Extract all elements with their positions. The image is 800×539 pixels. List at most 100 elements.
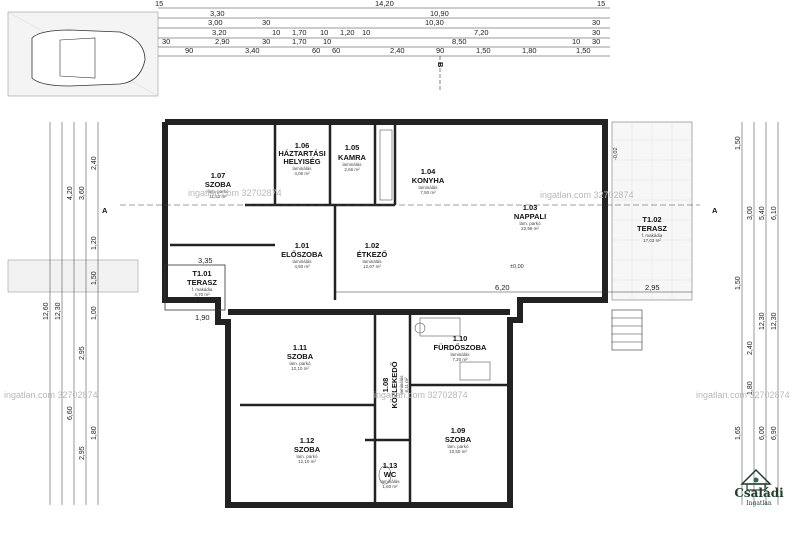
walls — [162, 119, 608, 508]
room-1-05: 1.05 KAMRA laminálás 2,66 m² — [338, 143, 366, 172]
svg-text:laminálás: laminálás — [362, 259, 382, 264]
svg-text:2,40: 2,40 — [91, 156, 98, 170]
svg-text:6,10: 6,10 — [771, 206, 778, 220]
svg-text:1,50: 1,50 — [735, 136, 742, 150]
svg-text:1,80: 1,80 — [522, 46, 537, 55]
terrace-right-hatch — [611, 121, 693, 351]
svg-text:lam. parkó: lam. parkó — [207, 189, 229, 194]
svg-text:22,98 m²: 22,98 m² — [521, 226, 539, 231]
svg-text:1,50: 1,50 — [476, 46, 491, 55]
svg-text:10,30: 10,30 — [425, 18, 444, 27]
svg-text:12,10 m²: 12,10 m² — [298, 459, 316, 464]
svg-text:1,50: 1,50 — [576, 46, 591, 55]
svg-text:laminálás: laminálás — [292, 259, 312, 264]
svg-text:1.06: 1.06 — [295, 141, 310, 150]
svg-text:1,00: 1,00 — [91, 306, 98, 320]
svg-text:2,95: 2,95 — [79, 446, 86, 460]
svg-text:3,40: 3,40 — [245, 46, 260, 55]
svg-text:±0,00: ±0,00 — [510, 264, 524, 270]
svg-text:7,50 m²: 7,50 m² — [420, 190, 436, 195]
svg-text:ingatlan.com 32702874: ingatlan.com 32702874 — [540, 190, 634, 200]
svg-text:5,40: 5,40 — [759, 206, 766, 220]
svg-text:6,90: 6,90 — [771, 426, 778, 440]
svg-text:lam. parkó: lam. parkó — [289, 361, 311, 366]
svg-text:1.04: 1.04 — [421, 167, 436, 176]
svg-text:ingatlan.com 32702874: ingatlan.com 32702874 — [188, 188, 282, 198]
svg-text:6,20: 6,20 — [495, 283, 510, 292]
svg-text:12,30: 12,30 — [55, 302, 62, 320]
svg-text:12,10 m²: 12,10 m² — [291, 366, 309, 371]
svg-text:10: 10 — [362, 28, 370, 37]
parking-area — [7, 11, 159, 97]
room-1-03: 1.03 NAPPALI lam. parkó 22,98 m² — [514, 203, 546, 231]
top-dimension-lines — [158, 7, 610, 57]
svg-text:lam. parkó: lam. parkó — [447, 444, 469, 449]
svg-text:14,20: 14,20 — [375, 0, 394, 8]
svg-text:10: 10 — [323, 37, 331, 46]
section-a-line: A A — [102, 204, 718, 215]
brand-name: Családi — [734, 486, 784, 500]
svg-text:3,35: 3,35 — [198, 256, 213, 265]
svg-text:60: 60 — [312, 46, 320, 55]
svg-text:1,80: 1,80 — [91, 426, 98, 440]
svg-text:1,50: 1,50 — [91, 271, 98, 285]
room-1-07: 1.07 SZOBA lam. parkó 11,52 m² — [205, 171, 232, 199]
svg-text:NAPPALI: NAPPALI — [514, 212, 546, 221]
terrace-left — [7, 259, 226, 311]
svg-text:laminálás: laminálás — [399, 375, 404, 395]
svg-text:f. makádia: f. makádia — [642, 233, 663, 238]
svg-text:1,70: 1,70 — [292, 28, 307, 37]
right-dimension-lines — [741, 122, 779, 505]
svg-text:ingatlan.com 32702874: ingatlan.com 32702874 — [374, 390, 468, 400]
svg-text:30: 30 — [162, 37, 170, 46]
svg-text:TERASZ: TERASZ — [637, 224, 667, 233]
room-1-10: 1.10 FÜRDŐSZOBA laminálás 7,20 m² — [434, 334, 487, 362]
svg-text:3,00: 3,00 — [747, 206, 754, 220]
svg-text:T1.02: T1.02 — [642, 215, 661, 224]
svg-text:4,50 m²: 4,50 m² — [294, 264, 310, 269]
svg-text:3,60: 3,60 — [79, 186, 86, 200]
svg-text:-0,02: -0,02 — [613, 147, 619, 160]
svg-text:4,20: 4,20 — [67, 186, 74, 200]
svg-text:f. makádia: f. makádia — [192, 287, 213, 292]
section-b-marker: B — [436, 56, 445, 90]
svg-text:30: 30 — [592, 28, 600, 37]
svg-text:6,00: 6,00 — [759, 426, 766, 440]
room-1-12: 1.12 SZOBA lam. parkó 12,10 m² — [294, 436, 321, 464]
svg-text:1,90: 1,90 — [195, 313, 210, 322]
svg-text:1.05: 1.05 — [345, 143, 360, 152]
svg-text:1,65: 1,65 — [735, 426, 742, 440]
house-logo-icon — [740, 468, 772, 491]
svg-text:1,70: 1,70 — [292, 37, 307, 46]
svg-text:laminálás: laminálás — [450, 352, 470, 357]
svg-text:WC: WC — [384, 470, 397, 479]
svg-text:2,95: 2,95 — [79, 346, 86, 360]
svg-text:1.07: 1.07 — [211, 171, 226, 180]
svg-text:A: A — [102, 206, 108, 215]
svg-text:1,50: 1,50 — [735, 276, 742, 290]
svg-text:1,20: 1,20 — [91, 236, 98, 250]
fixtures — [378, 129, 491, 485]
misc-dims: 6,20 2,95 3,35 1,90 — [195, 256, 692, 322]
svg-text:11,52 m²: 11,52 m² — [209, 194, 227, 199]
svg-text:12,30: 12,30 — [771, 312, 778, 330]
svg-text:TERASZ: TERASZ — [187, 278, 217, 287]
svg-text:17,03 m²: 17,03 m² — [643, 238, 661, 243]
svg-text:ELŐSZOBA: ELŐSZOBA — [281, 250, 323, 259]
svg-text:30: 30 — [262, 18, 270, 27]
svg-text:SZOBA: SZOBA — [205, 180, 232, 189]
svg-text:3,00: 3,00 — [208, 18, 223, 27]
room-1-13: 1.13 WC laminálás 1,60 m² — [380, 461, 400, 489]
svg-text:1.03: 1.03 — [523, 203, 538, 212]
svg-text:lam. parkó: lam. parkó — [296, 454, 318, 459]
svg-text:1.12: 1.12 — [300, 436, 315, 445]
svg-text:2,40: 2,40 — [390, 46, 405, 55]
svg-text:12,67 m²: 12,67 m² — [363, 264, 381, 269]
svg-text:12,30: 12,30 — [759, 312, 766, 330]
room-1-11: 1.11 SZOBA lam. parkó 12,10 m² — [287, 343, 314, 371]
svg-text:1,60 m²: 1,60 m² — [382, 484, 398, 489]
svg-text:2,90: 2,90 — [215, 37, 230, 46]
svg-text:HÁZTARTÁSI: HÁZTARTÁSI — [278, 149, 325, 158]
left-dimension-texts: 12,60 12,30 6,60 4,20 3,60 2,40 2,95 2,9… — [43, 156, 98, 460]
